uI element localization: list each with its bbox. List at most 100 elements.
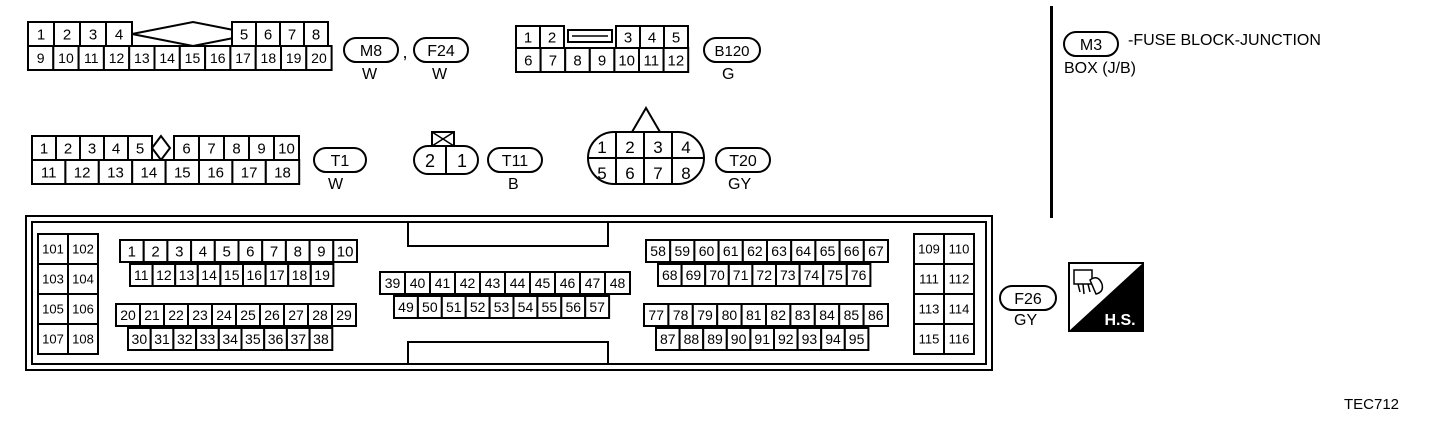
pin-cell <box>308 327 334 351</box>
pin-cell <box>131 159 167 185</box>
pin-number: 5 <box>136 140 144 157</box>
pin-number: 16 <box>247 267 263 283</box>
pin-number: 6 <box>246 243 254 260</box>
pin-number: 7 <box>270 243 278 260</box>
pin-number: 10 <box>58 50 74 66</box>
pin-cell <box>303 21 329 47</box>
pin-number: 37 <box>290 331 306 347</box>
pin-number: 61 <box>723 243 739 259</box>
pin-cell <box>613 47 641 73</box>
pin-cell <box>128 45 156 71</box>
pin-number: 13 <box>107 164 124 181</box>
pin-number: 70 <box>709 267 725 283</box>
pin-number: 83 <box>795 307 811 323</box>
pin-cell <box>280 45 308 71</box>
pin-number: 76 <box>851 267 867 283</box>
pin-number: 115 <box>919 332 940 347</box>
pin-number: 10 <box>278 140 295 157</box>
pin-number: 80 <box>722 307 738 323</box>
tag-m3: M3 <box>1063 31 1119 57</box>
pin-number: 6 <box>264 26 272 43</box>
pin-number: 8 <box>573 52 581 69</box>
pin-number: 32 <box>177 331 193 347</box>
pin-number: 81 <box>746 307 762 323</box>
pin-number: 17 <box>241 164 258 181</box>
pin-number: 73 <box>780 267 796 283</box>
pin-number: 71 <box>733 267 749 283</box>
pin-number: 1 <box>524 29 532 46</box>
pin-number: 25 <box>240 307 256 323</box>
pin-number: 47 <box>585 275 601 291</box>
pin-number: 110 <box>949 242 970 257</box>
connector-key <box>631 106 661 133</box>
pin-cell <box>102 45 131 71</box>
pin-number: 27 <box>288 307 304 323</box>
pin-number: 11 <box>41 164 57 181</box>
pin-cell <box>332 239 358 263</box>
connector-key-diamond <box>150 134 172 162</box>
tag-b120-label: B120 <box>714 43 749 60</box>
pin-cell <box>913 323 945 355</box>
pin-number: 15 <box>224 267 240 283</box>
m8-color: W <box>362 66 378 83</box>
pin-number: 52 <box>470 299 486 315</box>
pin-number: 116 <box>949 332 970 347</box>
pin-number: 2 <box>64 140 72 157</box>
pin-number: 75 <box>827 267 843 283</box>
pin-number: 84 <box>819 307 835 323</box>
pin-cell <box>164 159 201 185</box>
hs-label: H.S. <box>1104 312 1135 329</box>
t20-pin: 8 <box>681 164 690 183</box>
pin-number: 72 <box>756 267 772 283</box>
b120-color: G <box>722 66 735 83</box>
pin-cell <box>67 293 99 325</box>
pin-number: 17 <box>235 50 251 66</box>
pin-number: 12 <box>668 52 685 69</box>
pin-number: 18 <box>261 50 277 66</box>
pin-number: 50 <box>422 299 438 315</box>
pin-number: 7 <box>207 140 215 157</box>
pin-number: 20 <box>311 50 327 66</box>
pin-number: 17 <box>269 267 285 283</box>
pin-number: 22 <box>168 307 184 323</box>
pin-number: 12 <box>156 267 172 283</box>
pin-cell <box>37 323 69 355</box>
pin-number: 15 <box>174 164 191 181</box>
tag-f24 <box>413 37 469 63</box>
pin-number: 91 <box>754 331 770 347</box>
pin-cell <box>584 295 611 319</box>
t20-pin: 4 <box>681 138 690 157</box>
t11-color: B <box>508 176 519 193</box>
pin-number: 5 <box>240 26 248 43</box>
pin-number: 15 <box>185 50 201 66</box>
t20-pin: 1 <box>597 138 606 157</box>
pin-number: 63 <box>771 243 787 259</box>
pin-number: 4 <box>199 243 207 260</box>
pin-cell <box>662 47 690 73</box>
connector-t11: 2 1 <box>413 131 479 175</box>
pin-number: 48 <box>610 275 626 291</box>
pin-number: 9 <box>317 243 325 260</box>
t11-pin-b: 1 <box>457 151 467 171</box>
pin-number: 88 <box>684 331 700 347</box>
t20-pin: 3 <box>653 138 662 157</box>
pin-number: 36 <box>268 331 284 347</box>
pin-number: 1 <box>40 140 48 157</box>
pin-number: 111 <box>919 272 939 287</box>
pin-number: 53 <box>494 299 510 315</box>
pin-number: 103 <box>42 272 64 287</box>
pin-number: 2 <box>63 26 71 43</box>
pin-number: 60 <box>699 243 715 259</box>
pin-number: 109 <box>918 242 940 257</box>
f26-bottom-slot <box>407 341 609 363</box>
tag-m8 <box>343 37 399 63</box>
pin-number: 3 <box>624 29 632 46</box>
pin-number: 113 <box>919 302 940 317</box>
pin-number: 40 <box>410 275 426 291</box>
pin-cell <box>229 45 257 71</box>
